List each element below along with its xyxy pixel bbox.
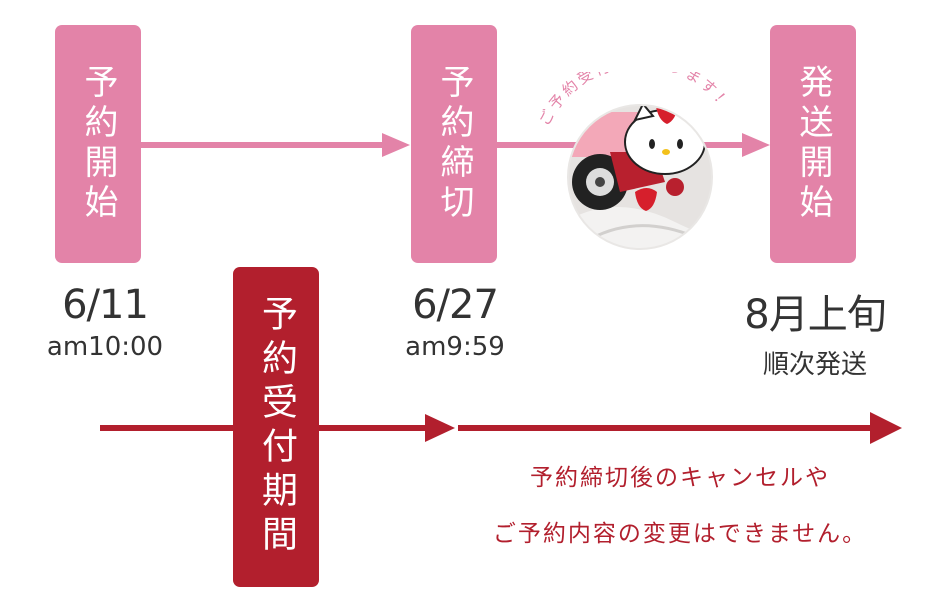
- milestone-box-deadline: 予約締切: [411, 25, 497, 263]
- milestone-date-shipping-group: 8月上旬 順次発送: [715, 282, 915, 381]
- milestone-label-shipping: 発送開始: [793, 64, 833, 224]
- pink-arrow-1-head: [382, 133, 410, 157]
- reservation-period-box: 予約受付期間: [233, 267, 319, 587]
- pink-arrow-2-head: [742, 133, 770, 157]
- milestone-time-shipping: 順次発送: [762, 350, 867, 380]
- product-photo: [568, 105, 712, 249]
- cancellation-note-line-2: ご予約内容の変更はできません。: [492, 521, 868, 547]
- cancellation-note-line-1: 予約締切後のキャンセルや: [530, 465, 830, 491]
- milestone-time-start: am10:00: [46, 332, 164, 362]
- milestone-label-deadline: 予約締切: [434, 64, 474, 224]
- milestone-time-deadline: am9:59: [405, 332, 505, 362]
- product-photo-badge: ご予約受付数を作ります！: [535, 72, 732, 250]
- reservation-period-label: 予約受付期間: [256, 295, 297, 559]
- red-arrow-2-head: [870, 412, 902, 444]
- milestone-date-start: 6/11: [62, 282, 149, 328]
- milestone-date-deadline-group: 6/27 am9:59: [370, 282, 540, 362]
- milestone-date-shipping: 8月上旬: [744, 292, 886, 338]
- red-arrow-1-head: [425, 414, 455, 442]
- milestone-box-start: 予約開始: [55, 25, 141, 263]
- milestone-date-start-group: 6/11 am10:00: [20, 282, 190, 362]
- milestone-date-deadline: 6/27: [412, 282, 499, 328]
- milestone-label-start: 予約開始: [78, 64, 118, 224]
- milestone-box-shipping: 発送開始: [770, 25, 856, 263]
